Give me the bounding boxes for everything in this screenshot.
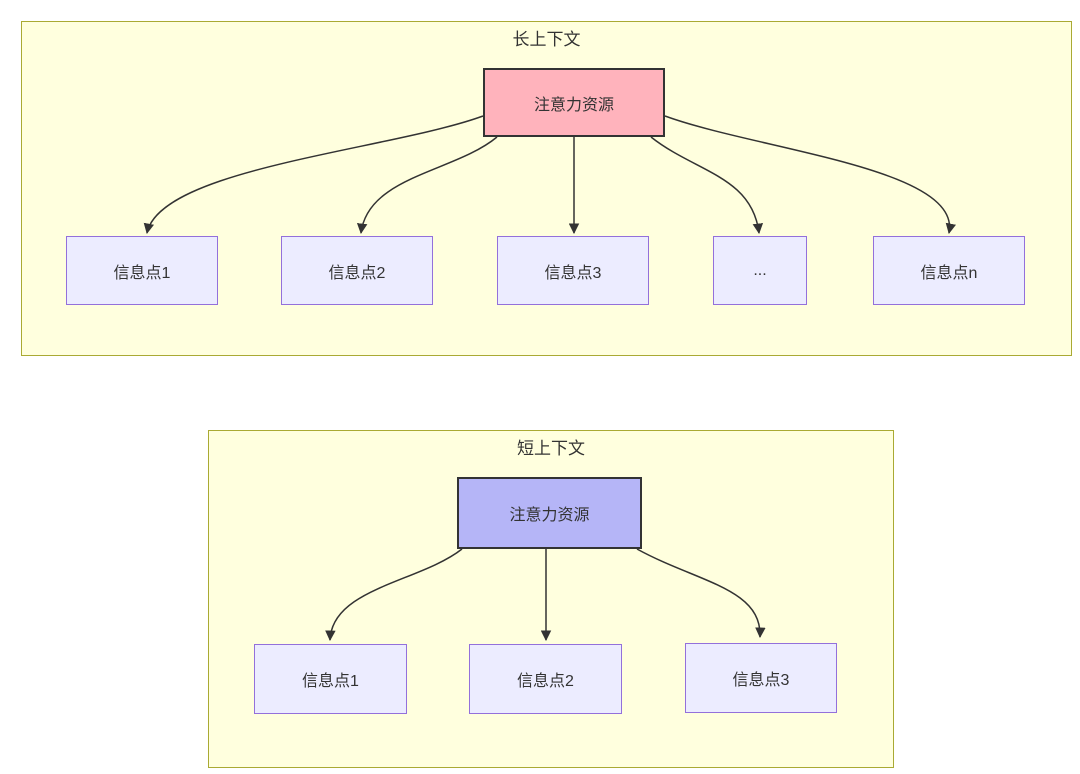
long-info-node-3: 信息点3: [497, 236, 649, 305]
long-info-node-ellipsis: ...: [713, 236, 807, 305]
short-info-node-3: 信息点3: [685, 643, 837, 713]
long-info-node-2: 信息点2: [281, 236, 433, 305]
long-attention-node: 注意力资源: [483, 68, 665, 137]
short-context-title: 短上下文: [517, 439, 585, 458]
long-context-title: 长上下文: [512, 30, 581, 49]
long-info-node-1: 信息点1: [66, 236, 218, 305]
short-info-node-1: 信息点1: [254, 644, 407, 714]
short-attention-node: 注意力资源: [457, 477, 642, 549]
short-info-node-2: 信息点2: [469, 644, 622, 714]
long-info-node-n: 信息点n: [873, 236, 1025, 305]
